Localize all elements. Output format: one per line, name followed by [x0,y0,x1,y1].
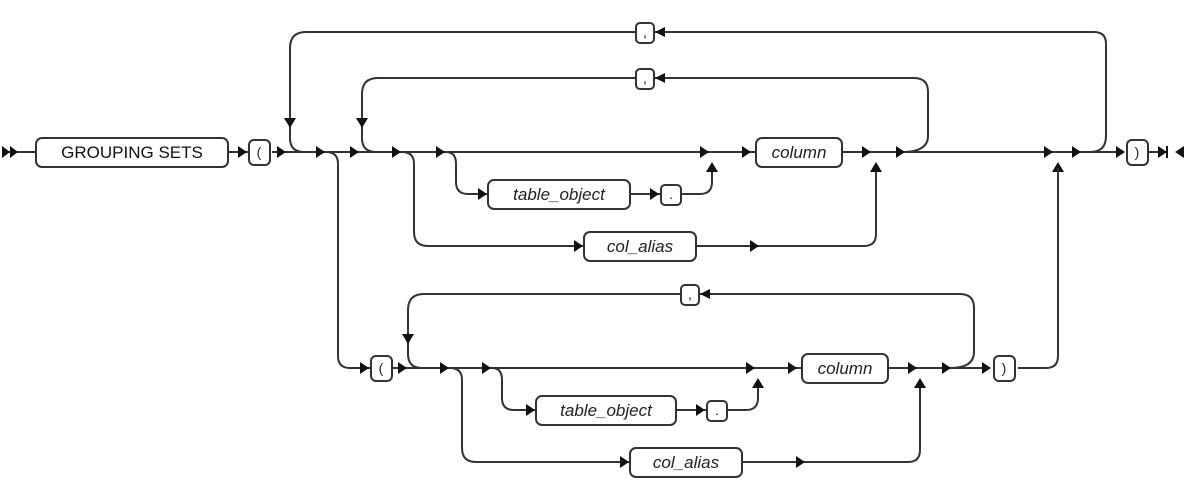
arrow-icon [700,146,709,158]
arrow-icon [862,146,871,158]
lower-table-object-nonterminal: table_object [535,395,677,426]
arrow-icon [750,240,759,252]
svg-text:column: column [818,359,873,378]
lower-col-alias-branch [449,367,921,463]
arrow-icon [908,362,917,374]
arrow-icon [526,404,535,416]
arrow-up-icon [914,378,926,388]
lower-alternative-branch [325,151,1059,369]
svg-text:,: , [643,70,647,86]
svg-text:.: . [669,186,673,202]
arrow-icon [620,456,629,468]
arrow-up-icon [1052,162,1064,172]
lower-dot-token: . [706,400,728,422]
arrow-icon [896,146,905,158]
arrow-icon [277,146,286,158]
arrow-icon [1072,146,1081,158]
arrow-up-icon [752,378,764,388]
svg-text:(: ( [257,144,262,160]
svg-text:col_alias: col_alias [653,453,720,472]
arrow-icon [982,362,991,374]
arrow-icon [316,146,325,158]
inner-comma-token: , [635,68,655,90]
arrow-icon [788,362,797,374]
arrow-icon [574,240,583,252]
svg-text:): ) [1135,144,1140,160]
outer-loop [289,31,1107,153]
open-paren-token: ( [248,139,271,166]
lower-comma-token: , [680,284,700,306]
dot-token: . [660,184,682,206]
arrow-down-icon [402,334,414,344]
arrow-icon [392,146,401,158]
arrow-left-icon [700,289,710,299]
svg-text:(: ( [379,360,384,376]
svg-text:GROUPING SETS: GROUPING SETS [61,143,203,162]
inner-close-paren-token: ) [993,355,1016,382]
inner-open-paren-token: ( [370,355,393,382]
lower-col-alias-nonterminal: col_alias [629,447,743,478]
lower-column-nonterminal: column [801,353,889,384]
arrow-icon [350,146,359,158]
arrow-icon [650,188,659,200]
table-object-nonterminal: table_object [487,179,631,210]
arrow-icon [436,146,445,158]
arrow-icon [942,362,951,374]
grouping-sets-keyword: GROUPING SETS [35,137,229,168]
svg-text:.: . [715,402,719,418]
arrow-down-icon [356,118,368,128]
arrow-icon [478,188,487,200]
arrow-icon [796,456,805,468]
arrow-up-icon [870,162,882,172]
col-alias-branch [401,151,877,247]
end-marker-icon [1158,146,1184,158]
arrow-left-icon [655,27,665,37]
svg-text:column: column [772,143,827,162]
arrow-icon [1044,146,1053,158]
arrow-icon [398,362,407,374]
column-nonterminal: column [755,137,843,168]
start-marker-icon [2,146,18,158]
arrow-down-icon [284,118,296,128]
svg-text:,: , [688,286,692,302]
svg-text:table_object: table_object [513,185,606,204]
col-alias-nonterminal: col_alias [583,231,697,262]
svg-text:): ) [1002,360,1007,376]
svg-text:table_object: table_object [560,401,653,420]
arrow-icon [696,404,705,416]
arrow-icon [482,362,491,374]
arrow-icon [1116,146,1125,158]
svg-text:,: , [643,24,647,40]
outer-comma-token: , [635,22,655,44]
arrow-icon [440,362,449,374]
arrow-icon [238,146,247,158]
arrow-icon [746,362,755,374]
arrow-up-icon [706,162,718,172]
close-paren-token: ) [1126,139,1149,166]
arrow-icon [742,146,751,158]
arrow-left-icon [655,73,665,83]
svg-text:col_alias: col_alias [607,237,674,256]
arrow-icon [360,362,369,374]
